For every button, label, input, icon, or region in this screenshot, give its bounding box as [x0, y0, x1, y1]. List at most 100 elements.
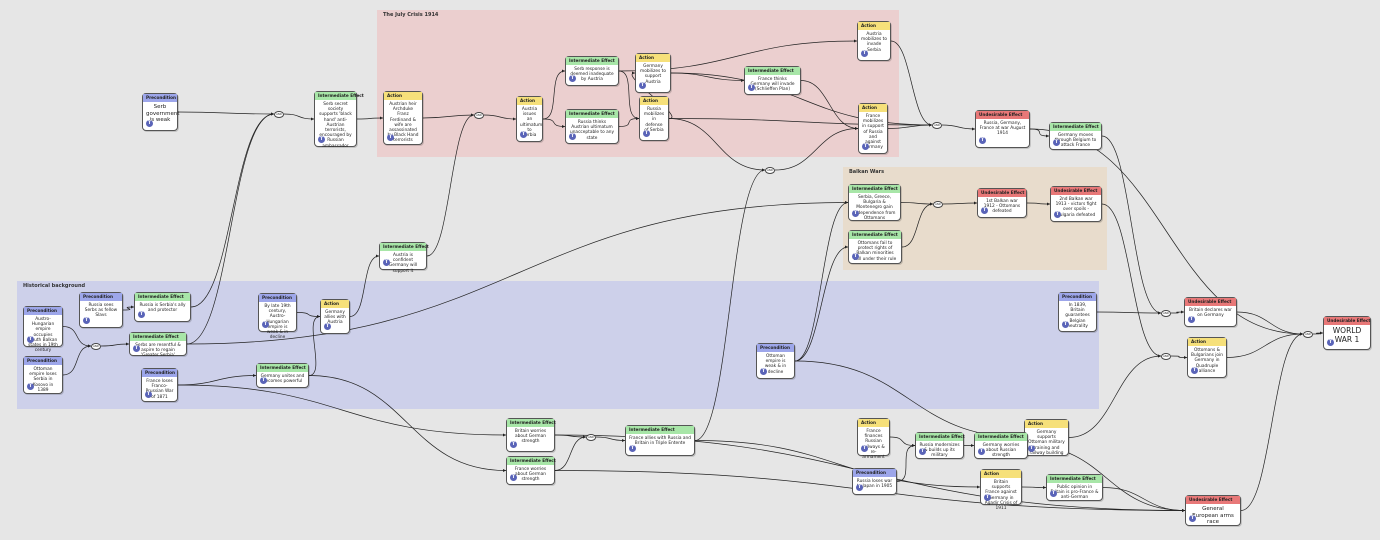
node-badge-icon[interactable]: T — [569, 75, 576, 82]
node-badge-icon[interactable]: T — [1050, 490, 1057, 497]
node-type-label: Precondition — [80, 293, 122, 301]
node-badge-icon[interactable]: T — [145, 391, 152, 398]
connector-line — [794, 360, 1025, 438]
node-badge-icon[interactable]: T — [639, 82, 646, 89]
node-type-label: Precondition — [259, 294, 296, 302]
node-badge-icon[interactable]: T — [318, 136, 325, 143]
connector-arrowhead — [1300, 332, 1303, 336]
node-badge-icon[interactable]: T — [748, 84, 755, 91]
node-type-label: Action — [1188, 338, 1226, 346]
connector-line — [896, 445, 916, 482]
node-badge-icon[interactable]: T — [260, 377, 267, 384]
and-junction: AND — [274, 110, 284, 118]
node-badge-icon[interactable]: T — [83, 317, 90, 324]
node-badge-icon[interactable]: T — [981, 207, 988, 214]
node-badge-icon[interactable]: T — [978, 448, 985, 455]
node-badge-icon[interactable]: T — [861, 445, 868, 452]
node-badge-icon[interactable]: T — [510, 474, 517, 481]
node-badge-icon[interactable]: T — [569, 133, 576, 140]
node-badge-icon[interactable]: T — [979, 137, 986, 144]
node-badge-icon[interactable]: T — [1054, 211, 1061, 218]
node-badge-icon[interactable]: T — [1191, 367, 1198, 374]
node-badge-icon[interactable]: T — [27, 336, 34, 343]
node-badge-icon[interactable]: T — [387, 134, 394, 141]
node-badge-icon[interactable]: T — [383, 259, 390, 266]
node-badge-icon[interactable]: T — [27, 383, 34, 390]
node-type-label: Intermediate Effect — [566, 110, 618, 118]
node-badge-icon[interactable]: T — [510, 441, 517, 448]
node-badge-icon[interactable]: T — [262, 321, 269, 328]
node-badge-icon[interactable]: T — [760, 368, 767, 375]
node-badge-icon[interactable]: T — [919, 448, 926, 455]
node-badge-icon[interactable]: T — [1327, 339, 1334, 346]
connector-arrowhead — [1181, 310, 1184, 314]
node-badge-icon[interactable]: T — [1028, 445, 1035, 452]
and-junction: AND — [933, 200, 943, 208]
node-badge-icon[interactable]: T — [861, 50, 868, 57]
node-badge-icon[interactable]: T — [629, 445, 636, 452]
node-badge-icon[interactable]: T — [133, 345, 140, 352]
node-badge-icon[interactable]: T — [138, 311, 145, 318]
connector-arrowhead — [1320, 331, 1323, 335]
node-badge-icon[interactable]: T — [1053, 139, 1060, 146]
node-text: Austria mobilizes to invade Serbia — [861, 32, 887, 53]
node-badge-icon[interactable]: T — [862, 143, 869, 150]
node-badge-icon[interactable]: T — [984, 494, 991, 501]
node-badge-icon[interactable]: T — [856, 484, 863, 491]
node-badge-icon[interactable]: T — [324, 323, 331, 330]
node-badge-icon[interactable]: T — [1188, 316, 1195, 323]
node-badge-icon[interactable]: T — [1189, 515, 1196, 522]
node-badge-icon[interactable]: T — [520, 131, 527, 138]
and-junction: AND — [932, 121, 942, 129]
node-badge-icon[interactable]: T — [852, 210, 859, 217]
node-badge-icon[interactable]: T — [1062, 321, 1069, 328]
node-badge-icon[interactable]: T — [146, 120, 153, 127]
connector-arrowhead — [376, 254, 379, 258]
node-badge-icon[interactable]: T — [852, 253, 859, 260]
node-badge-icon[interactable]: T — [643, 130, 650, 137]
